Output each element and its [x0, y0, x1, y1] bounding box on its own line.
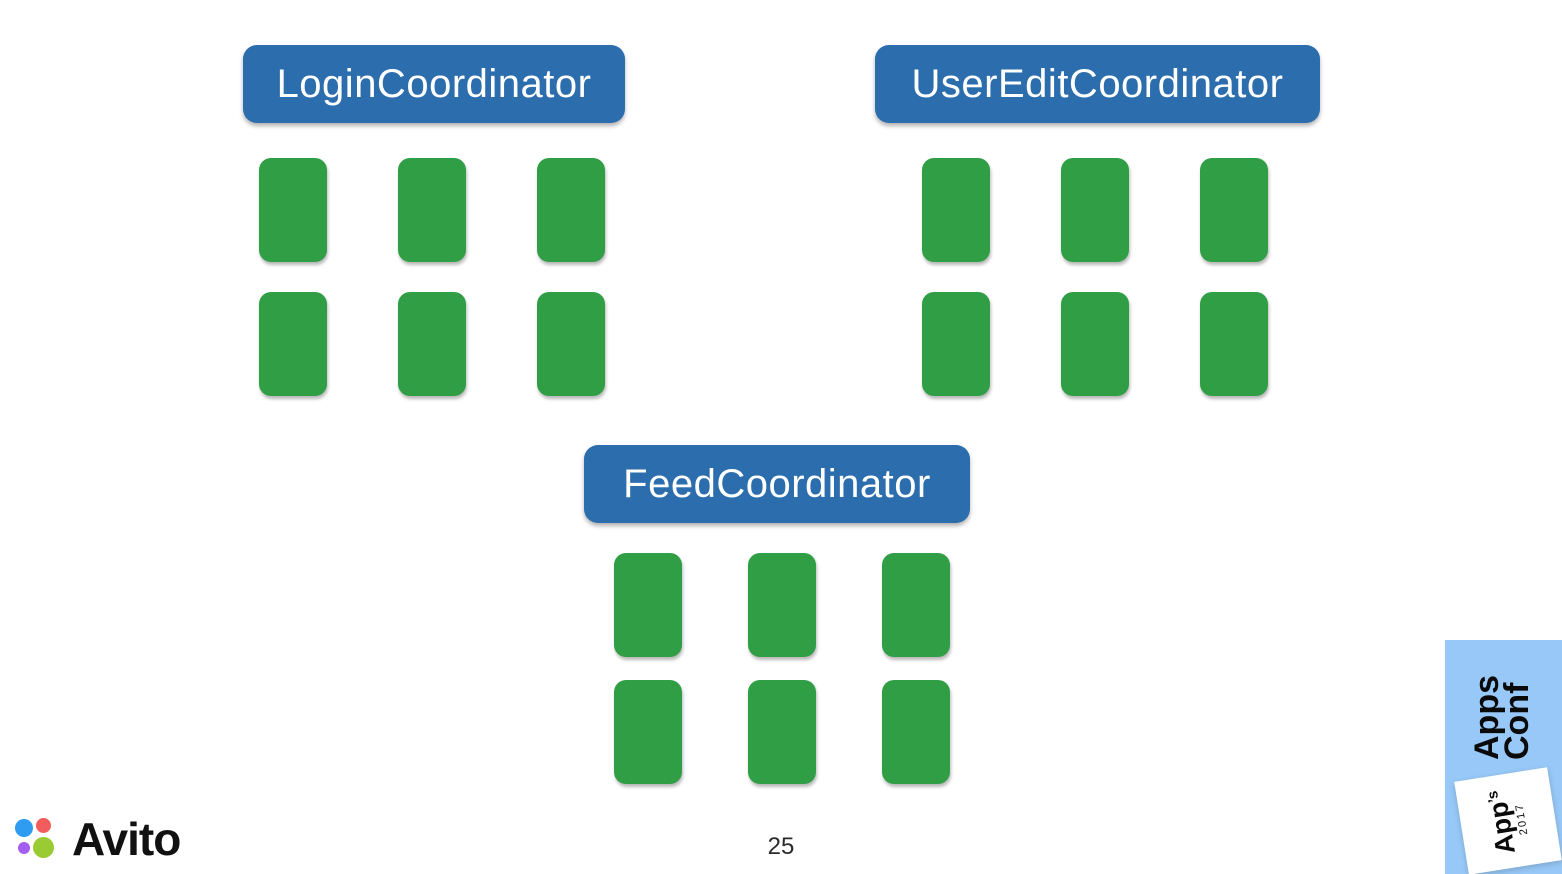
avito-dot-purple-icon — [18, 842, 30, 854]
screen-block — [922, 292, 990, 396]
screen-block — [398, 292, 466, 396]
screen-block — [537, 158, 605, 262]
avito-dot-red-icon — [36, 818, 51, 833]
appsconf-card-content: App’s 2017 — [1454, 767, 1562, 874]
avito-dot-green-icon — [33, 837, 54, 858]
avito-logo-text: Avito — [72, 813, 181, 865]
login-screen-blocks — [259, 158, 605, 396]
appsconf-title: Apps Conf — [1468, 648, 1536, 760]
useredit-screen-blocks — [922, 158, 1268, 396]
screen-block — [614, 553, 682, 657]
login-coordinator-label: LoginCoordinator — [276, 61, 592, 106]
screen-block — [748, 553, 816, 657]
screen-block — [614, 680, 682, 784]
screen-block — [259, 292, 327, 396]
feed-screen-blocks — [614, 553, 950, 784]
screen-block — [259, 158, 327, 262]
screen-block — [1200, 292, 1268, 396]
screen-block — [1061, 158, 1129, 262]
screen-block — [882, 553, 950, 657]
appsconf-title-line2: Conf — [1498, 682, 1536, 760]
screen-block — [1061, 292, 1129, 396]
appsconf-card-name: App’s — [1483, 789, 1521, 857]
page-number: 25 — [767, 833, 795, 860]
useredit-coordinator-header: UserEditCoordinator — [875, 45, 1320, 123]
screen-block — [922, 158, 990, 262]
avito-dot-blue-icon — [15, 819, 33, 837]
feed-coordinator-label: FeedCoordinator — [623, 461, 931, 506]
appsconf-card: App’s 2017 — [1454, 767, 1562, 874]
screen-block — [398, 158, 466, 262]
avito-logo: Avito — [15, 810, 195, 872]
avito-logo-dots-icon — [15, 810, 70, 870]
screen-block — [748, 680, 816, 784]
useredit-coordinator-label: UserEditCoordinator — [911, 61, 1284, 106]
appsconf-badge: Apps Conf App’s 2017 — [1445, 640, 1562, 874]
screen-block — [1200, 158, 1268, 262]
screen-block — [537, 292, 605, 396]
login-coordinator-header: LoginCoordinator — [243, 45, 625, 123]
feed-coordinator-header: FeedCoordinator — [584, 445, 970, 523]
screen-block — [882, 680, 950, 784]
